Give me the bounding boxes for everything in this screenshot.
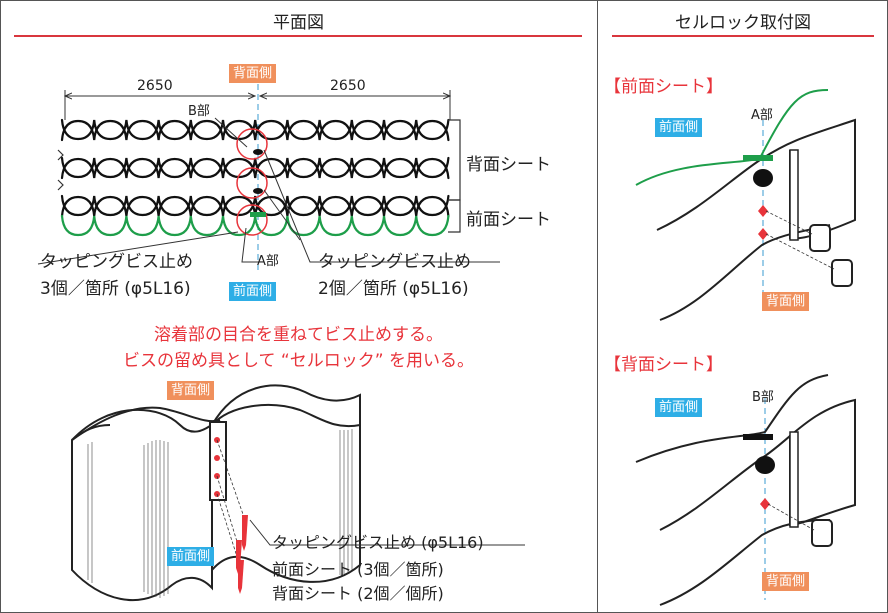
isometric-hatching xyxy=(87,429,353,598)
mesh-wave xyxy=(60,119,450,142)
detail-front-drawing xyxy=(635,89,856,321)
iso-label-2: 前面シート (3個／箇所) xyxy=(272,560,444,579)
mesh-wave xyxy=(60,157,450,180)
dimension-right: 2650 xyxy=(330,78,366,94)
note-line-1: 溶着部の目合を重ねてビス止めする。 xyxy=(154,325,443,345)
screw-left-label-2: 3個／箇所 (φ5L16) xyxy=(40,279,191,299)
b-part-label: B部 xyxy=(188,104,210,119)
detail-back-back-tag: 背面側 xyxy=(762,572,810,591)
honeycomb-mesh xyxy=(60,118,450,237)
detail-back-part-label: B部 xyxy=(752,390,774,405)
dimension-left: 2650 xyxy=(137,78,173,94)
plan-title-underline xyxy=(14,35,582,37)
iso-front-side-tag: 前面側 xyxy=(167,547,215,566)
detail-front-back-tag: 背面側 xyxy=(762,292,810,311)
detail-back-title: 【背面シート】 xyxy=(604,355,723,375)
plan-view-title: 平面図 xyxy=(273,13,324,33)
detail-back-drawing xyxy=(635,374,856,606)
detail-back-front-tag: 前面側 xyxy=(655,398,703,417)
panel-divider xyxy=(597,0,598,613)
front-sheet-label: 前面シート xyxy=(466,210,551,230)
isometric-leader xyxy=(249,519,525,546)
iso-label-3: 背面シート (2個／個所) xyxy=(272,584,444,603)
mesh-wave xyxy=(60,118,450,141)
detail-front-title: 【前面シート】 xyxy=(604,77,723,97)
note-line-2: ビスの留め具として “セルロック” を用いる。 xyxy=(123,351,474,371)
cell-lock-title: セルロック取付図 xyxy=(675,13,811,33)
plan-front-side-tag: 前面側 xyxy=(229,282,277,301)
left-ticks xyxy=(57,149,64,191)
sheet-brackets xyxy=(448,119,461,233)
mesh-wave xyxy=(60,194,450,217)
iso-label-1: タッピングビス止め (φ5L16) xyxy=(272,533,484,552)
mesh-wave-front xyxy=(60,214,450,237)
joint-marks xyxy=(250,149,266,217)
isometric-screws xyxy=(214,437,248,594)
cell-lock-title-underline xyxy=(612,35,874,37)
leader-lines xyxy=(37,117,500,265)
screw-right-label-1: タッピングビス止め xyxy=(318,252,471,272)
joint-circles xyxy=(236,128,268,236)
detail-front-front-tag: 前面側 xyxy=(655,118,703,137)
screw-left-label-1: タッピングビス止め xyxy=(40,252,193,272)
iso-back-side-tag: 背面側 xyxy=(167,381,215,400)
a-part-label: A部 xyxy=(257,254,279,269)
back-sheet-label: 背面シート xyxy=(466,155,551,175)
plan-back-side-tag: 背面側 xyxy=(229,64,277,83)
screw-right-label-2: 2個／箇所 (φ5L16) xyxy=(318,279,469,299)
detail-front-part-label: A部 xyxy=(751,108,773,123)
dimension-lines xyxy=(65,90,450,120)
